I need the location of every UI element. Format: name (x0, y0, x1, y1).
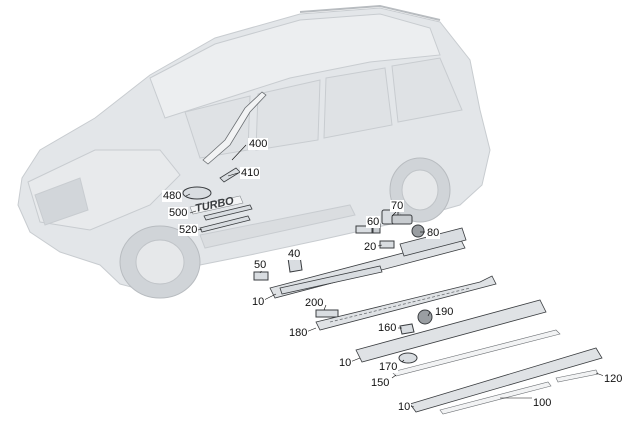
clip-60 (355, 223, 381, 234)
badge-480 (182, 186, 212, 200)
washer-170 (398, 352, 418, 364)
callout-50: 50 (253, 259, 268, 271)
callout-10-top: 10 (251, 296, 266, 308)
sill-panel-10c (409, 347, 603, 413)
trim-strip-120 (555, 369, 599, 383)
clip-200 (315, 309, 339, 318)
callout-40: 40 (287, 248, 302, 260)
callout-200: 200 (304, 297, 325, 309)
trim-400 (202, 91, 267, 165)
callout-400: 400 (248, 138, 269, 150)
callout-160: 160 (377, 322, 398, 334)
callout-10-bottom: 10 (397, 401, 412, 413)
running-board-180 (315, 275, 497, 331)
clip-20 (379, 240, 395, 249)
clip-70 (381, 209, 413, 225)
callout-150: 150 (370, 377, 391, 389)
callout-520: 520 (178, 224, 199, 236)
callout-60: 60 (366, 216, 381, 228)
callout-80: 80 (426, 227, 441, 239)
callout-500: 500 (168, 207, 189, 219)
sill-panel-1 (279, 265, 383, 295)
pin-160 (399, 323, 415, 335)
trim-strip-100 (439, 381, 552, 415)
callout-180: 180 (288, 327, 309, 339)
bracket-50 (253, 271, 269, 281)
callout-10-middle: 10 (338, 357, 353, 369)
clip-190 (417, 309, 433, 325)
callout-120: 120 (603, 373, 624, 385)
callout-410: 410 (240, 167, 261, 179)
callout-100: 100 (532, 397, 553, 409)
callout-20: 20 (363, 241, 378, 253)
callout-170: 170 (378, 361, 399, 373)
callout-480: 480 (162, 190, 183, 202)
trim-strip-150 (391, 329, 561, 377)
trim-520 (199, 215, 251, 233)
callout-190: 190 (434, 306, 455, 318)
callout-70: 70 (390, 200, 405, 212)
grommet-80 (411, 224, 425, 238)
